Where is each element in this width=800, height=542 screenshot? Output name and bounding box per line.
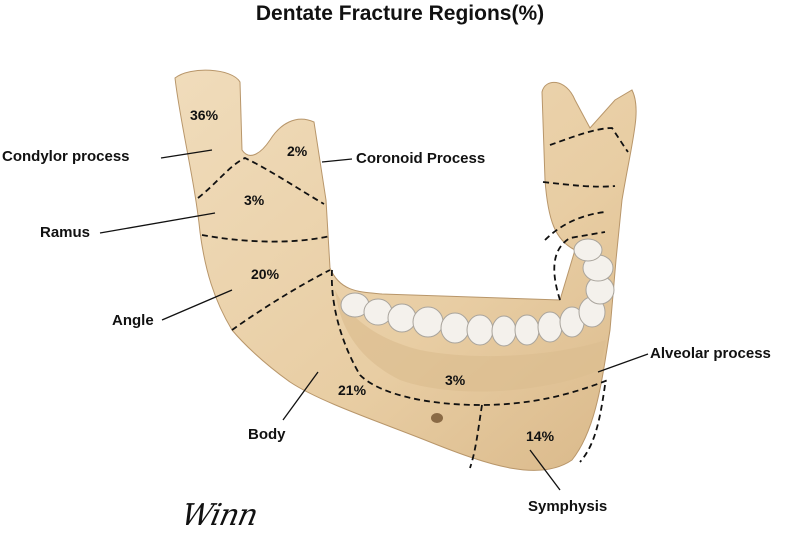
label-coronoid-process: Coronoid Process xyxy=(356,150,486,167)
teeth xyxy=(340,238,615,347)
artist-signature: Winn xyxy=(178,498,261,533)
label-alveolar-process: Alveolar process xyxy=(650,345,771,362)
percent-body: 21% xyxy=(338,382,367,398)
percent-symphysis: 14% xyxy=(526,428,555,444)
mental-foramen xyxy=(431,413,443,423)
percent-ramus: 3% xyxy=(244,192,265,208)
region-boundaries xyxy=(197,127,629,469)
percent-condylar: 36% xyxy=(190,107,219,123)
leader-lines xyxy=(99,149,649,491)
label-body: Body xyxy=(248,426,286,443)
label-angle: Angle xyxy=(112,312,154,329)
diagram-title: Dentate Fracture Regions(%) xyxy=(255,2,545,25)
label-ramus: Ramus xyxy=(40,224,91,241)
percent-angle: 20% xyxy=(251,266,280,282)
percent-coronoid: 2% xyxy=(287,143,308,159)
label-symphysis: Symphysis xyxy=(528,498,608,515)
percent-alveolar: 3% xyxy=(445,372,466,388)
mandible-bone xyxy=(174,69,637,471)
label-condylar-process: Condylor process xyxy=(2,148,130,165)
